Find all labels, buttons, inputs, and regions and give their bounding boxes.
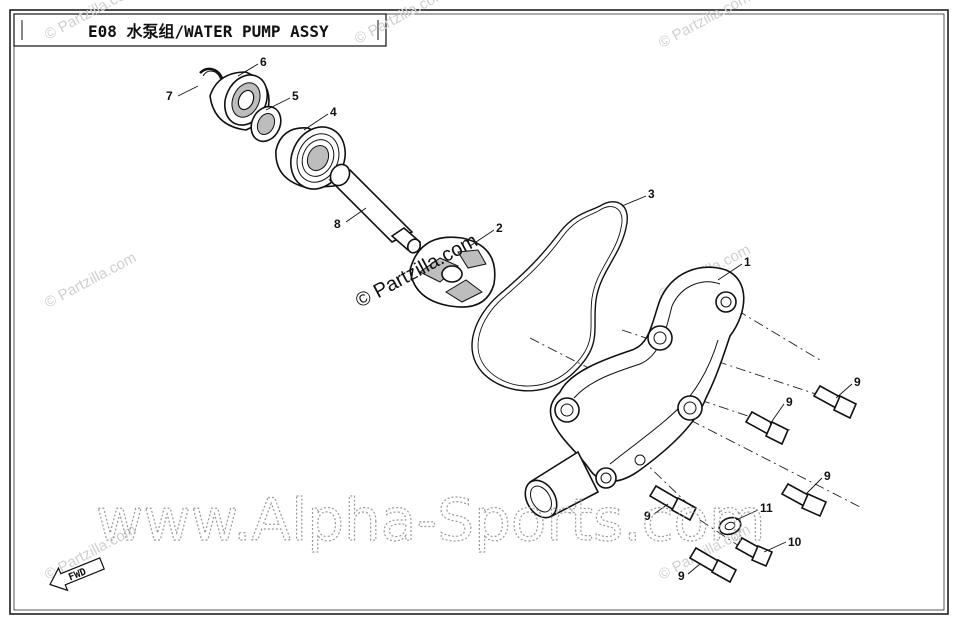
title-box	[13, 13, 387, 47]
callout-numbers: 7 6 5 4 3 2 8 1 9 9 9 9 11 10 9	[166, 55, 861, 583]
part-8-pump-shaft	[328, 163, 422, 254]
watermark-big: www.Alpha-Sports.com	[96, 486, 766, 554]
callout-5: 5	[292, 89, 299, 103]
bolt-9d	[648, 484, 698, 522]
callout-9c: 9	[824, 469, 831, 483]
diagram-title: E08 水泵组/WATER PUMP ASSY	[88, 22, 329, 41]
callout-9b: 9	[786, 395, 793, 409]
part-5-seal	[250, 105, 282, 143]
watermark-small-2: © Partzilla.com	[352, 0, 449, 48]
callout-8: 8	[334, 217, 341, 231]
bolt-9a	[812, 384, 858, 420]
callout-9d: 9	[644, 509, 651, 523]
callout-6: 6	[260, 55, 267, 69]
watermark-small-4: © Partzilla.com	[42, 249, 139, 311]
bolt-9b	[744, 410, 790, 446]
part-2-impeller	[409, 236, 496, 308]
callout-10: 10	[788, 535, 802, 549]
callout-1: 1	[744, 255, 751, 269]
watermark-small-3: © Partzilla.com	[656, 0, 753, 52]
callout-2: 2	[496, 221, 503, 235]
leader-lines	[177, 63, 853, 575]
part-11-washer	[718, 516, 742, 536]
part-1-pump-cover	[524, 266, 745, 519]
callout-11: 11	[760, 501, 773, 515]
callout-9a: 9	[854, 375, 861, 389]
bolt-9c	[780, 482, 828, 518]
diagram-inner-frame	[13, 13, 945, 611]
bolt-9e	[688, 546, 738, 584]
callout-7: 7	[166, 89, 173, 103]
part-3-gasket	[471, 201, 628, 392]
callout-3: 3	[648, 187, 655, 201]
callout-4: 4	[330, 105, 337, 119]
fwd-arrow-icon	[49, 557, 105, 592]
callout-9e: 9	[678, 569, 685, 583]
diagram-frame	[9, 9, 949, 615]
